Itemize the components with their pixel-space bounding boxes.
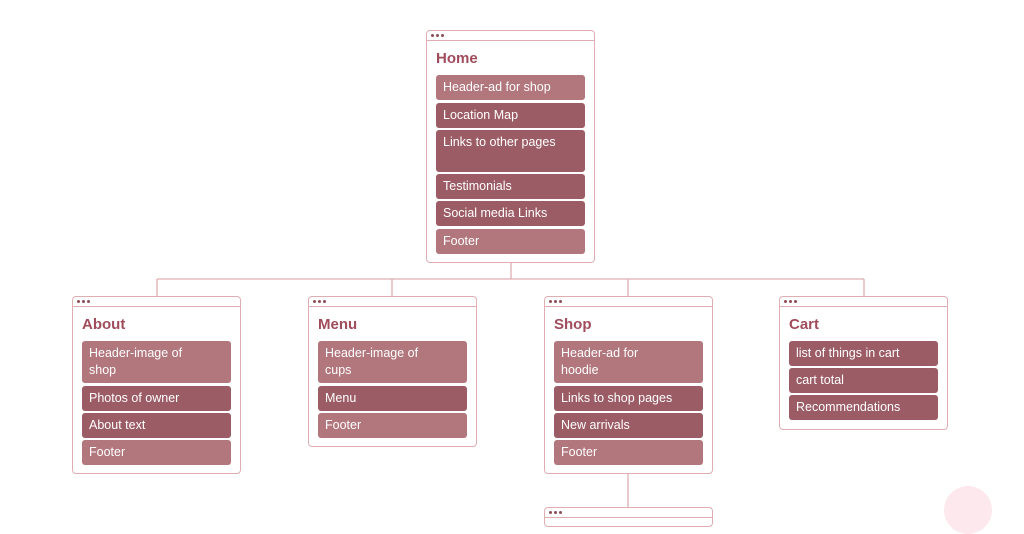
section-item: Header-image of shop [82, 341, 231, 383]
cart-page-card: Cart list of things in cart cart total R… [779, 296, 948, 430]
card-title: Cart [789, 316, 820, 333]
window-dots-icon [313, 300, 326, 303]
home-page-card: Home Header-ad for shop Location Map Lin… [426, 30, 595, 263]
window-dots-icon [77, 300, 90, 303]
shop-child-card [544, 507, 713, 527]
shop-page-card: Shop Header-ad for hoodie Links to shop … [544, 296, 713, 474]
card-title: Menu [318, 316, 358, 333]
section-item: Menu [318, 386, 467, 411]
section-item: Testimonials [436, 174, 585, 199]
section-item: Location Map [436, 103, 585, 128]
section-item: Photos of owner [82, 386, 231, 411]
sitemap-connectors [156, 263, 865, 508]
window-titlebar [427, 31, 594, 41]
window-titlebar [780, 297, 947, 307]
section-item: New arrivals [554, 413, 703, 438]
section-item: list of things in cart [789, 341, 938, 366]
window-dots-icon [549, 300, 562, 303]
window-titlebar [309, 297, 476, 307]
window-titlebar [73, 297, 240, 307]
section-item: Recommendations [789, 395, 938, 420]
section-item: Header-ad for hoodie [554, 341, 703, 383]
section-item: Header-image of cups [318, 341, 467, 383]
section-item: cart total [789, 368, 938, 393]
menu-page-card: Menu Header-image of cups Menu Footer [308, 296, 477, 447]
section-item: Social media Links [436, 201, 585, 226]
window-dots-icon [431, 34, 444, 37]
section-item: Footer [436, 229, 585, 254]
decorative-blob [944, 486, 992, 534]
card-title: Shop [554, 316, 592, 333]
section-item: Footer [554, 440, 703, 465]
window-dots-icon [784, 300, 797, 303]
card-title: About [82, 316, 126, 333]
card-title: Home [436, 50, 478, 67]
section-item: Footer [318, 413, 467, 438]
window-titlebar [545, 508, 712, 518]
window-dots-icon [549, 511, 562, 514]
about-page-card: About Header-image of shop Photos of own… [72, 296, 241, 474]
section-item: About text [82, 413, 231, 438]
section-item: Links to shop pages [554, 386, 703, 411]
section-item: Header-ad for shop [436, 75, 585, 100]
section-item: Footer [82, 440, 231, 465]
section-item: Links to other pages [436, 130, 585, 172]
window-titlebar [545, 297, 712, 307]
